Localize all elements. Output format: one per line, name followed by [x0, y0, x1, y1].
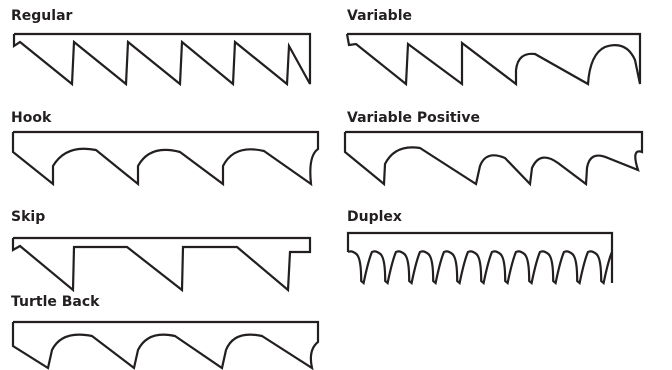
turtle-back-blade-outline — [11, 320, 320, 370]
variable-positive-blade-outline — [343, 130, 644, 187]
duplex-blade-teeth — [347, 250, 614, 286]
regular-blade-outline — [12, 32, 312, 87]
variable-blade-outline — [345, 32, 642, 87]
label-turtle-back: Turtle Back — [11, 294, 100, 310]
skip-blade-outline — [11, 236, 312, 293]
hook-blade-outline — [11, 130, 320, 187]
label-skip: Skip — [11, 209, 46, 225]
duplex-blade-back — [346, 231, 614, 283]
label-variable: Variable — [347, 8, 412, 24]
label-variable-positive: Variable Positive — [347, 110, 480, 126]
label-duplex: Duplex — [347, 209, 402, 225]
label-regular: Regular — [11, 8, 73, 24]
label-hook: Hook — [11, 110, 52, 126]
